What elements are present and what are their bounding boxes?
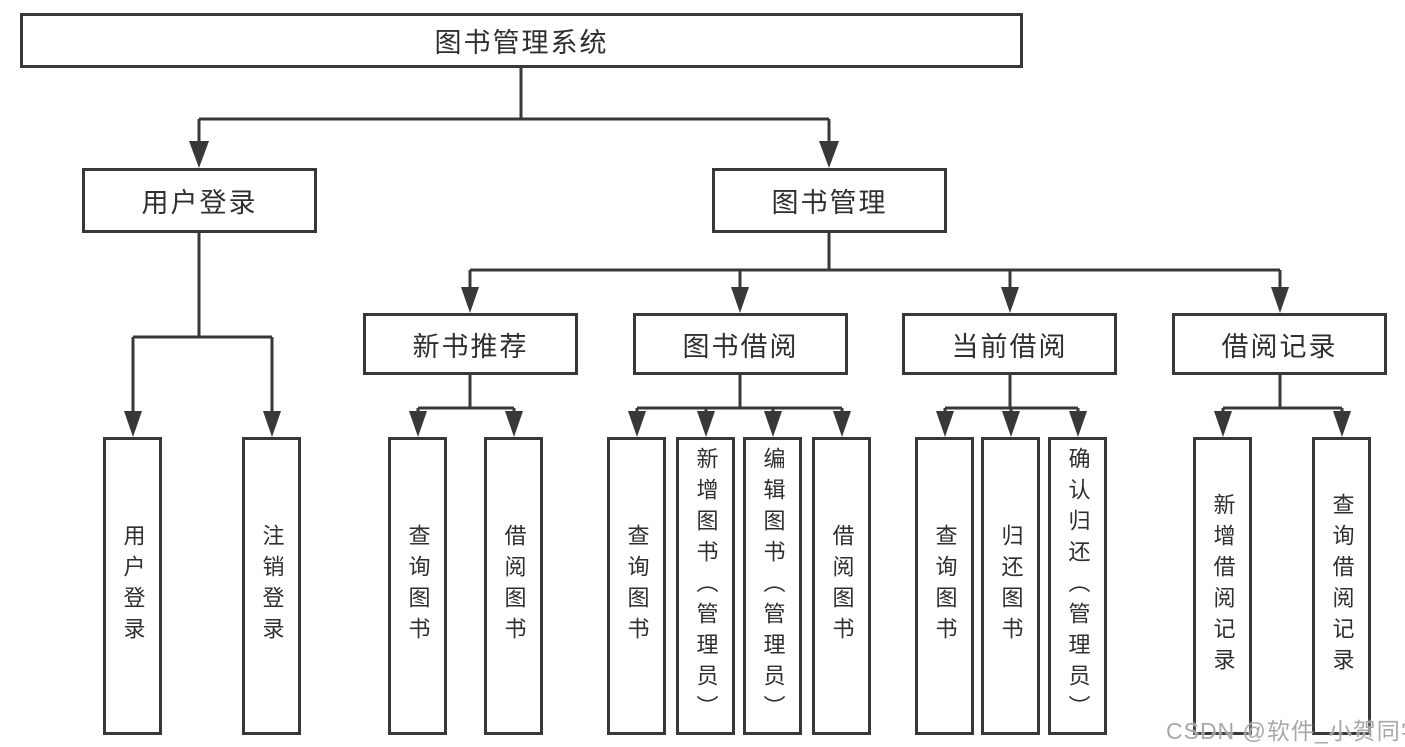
leaf-label: 用户登录 <box>120 524 146 648</box>
node-book-management: 图书管理 <box>712 168 947 233</box>
leaf-return-books: 归还图书 <box>981 437 1040 735</box>
node-root-label: 图书管理系统 <box>434 28 609 58</box>
leaf-label: 查询图书 <box>624 524 650 648</box>
leaf-query-books-current: 查询图书 <box>915 437 974 735</box>
node-book-borrow-label: 图书借阅 <box>682 331 799 362</box>
node-user-login-label: 用户登录 <box>141 188 258 218</box>
leaf-label: 查询借阅记录 <box>1329 493 1355 679</box>
leaf-borrow-books-rec: 借阅图书 <box>484 437 543 735</box>
node-current-borrow-label: 当前借阅 <box>951 331 1068 362</box>
leaf-label: 新增借阅记录 <box>1210 493 1236 679</box>
leaf-borrow-books: 借阅图书 <box>812 437 871 735</box>
leaf-label: 编辑图书（管理员） <box>760 446 786 726</box>
node-borrow-record-label: 借阅记录 <box>1221 331 1338 362</box>
leaf-query-books-rec: 查询图书 <box>388 437 447 735</box>
node-user-login: 用户登录 <box>82 168 317 233</box>
csdn-watermark: CSDN @软件_小贺同学 <box>1166 718 1405 744</box>
node-book-management-label: 图书管理 <box>771 188 888 218</box>
node-root: 图书管理系统 <box>20 13 1023 68</box>
leaf-confirm-return-admin: 确认归还（管理员） <box>1048 437 1107 735</box>
leaf-query-borrow-record: 查询借阅记录 <box>1312 437 1371 735</box>
node-current-borrow: 当前借阅 <box>902 313 1117 375</box>
leaf-label: 查询图书 <box>405 524 431 648</box>
leaf-label: 确认归还（管理员） <box>1065 446 1091 726</box>
leaf-add-borrow-record: 新增借阅记录 <box>1193 437 1252 735</box>
node-new-book-recommend: 新书推荐 <box>363 313 578 375</box>
arrowhead-icons <box>124 141 1351 437</box>
leaf-label: 新增图书（管理员） <box>693 446 719 726</box>
leaf-label: 注销登录 <box>259 524 285 648</box>
leaf-label: 借阅图书 <box>501 524 527 648</box>
leaf-edit-books-admin: 编辑图书（管理员） <box>743 437 802 735</box>
node-book-borrow: 图书借阅 <box>633 313 848 375</box>
leaf-query-books-borrow: 查询图书 <box>607 437 666 735</box>
leaf-label: 归还图书 <box>998 524 1024 648</box>
leaf-add-books-admin: 新增图书（管理员） <box>676 437 735 735</box>
node-borrow-record: 借阅记录 <box>1172 313 1387 375</box>
leaf-label: 查询图书 <box>932 524 958 648</box>
leaf-label: 借阅图书 <box>829 524 855 648</box>
leaf-logout: 注销登录 <box>242 437 301 735</box>
leaf-user-login: 用户登录 <box>103 437 162 735</box>
node-new-book-recommend-label: 新书推荐 <box>412 331 529 362</box>
